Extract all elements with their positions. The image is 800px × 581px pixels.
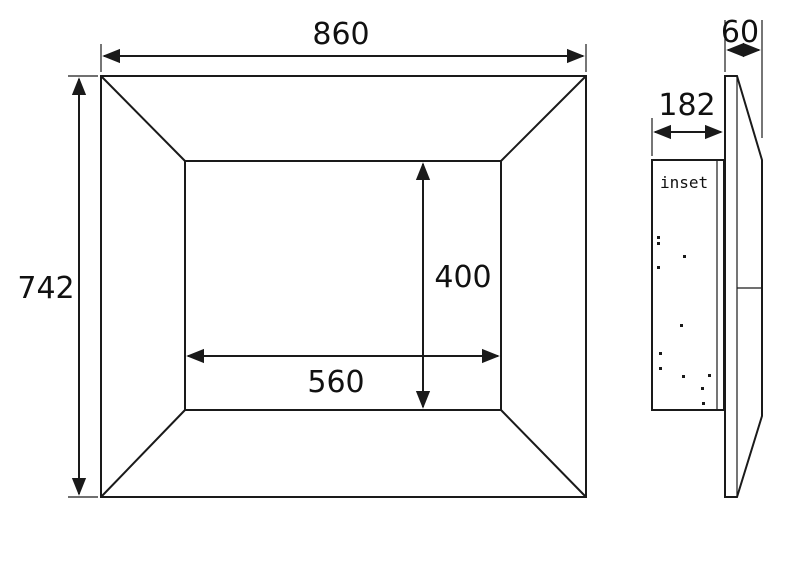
inset-label: inset — [660, 173, 708, 192]
bevel-top-right — [500, 75, 587, 162]
outer-frame — [100, 75, 587, 498]
bevel-top-left — [100, 75, 186, 162]
inset-body — [651, 159, 725, 411]
frame-profile — [724, 75, 763, 498]
outer-height-label: 742 — [17, 271, 74, 306]
dimension-inner-width: 560 — [186, 348, 500, 400]
inset-depth-label: 182 — [658, 88, 715, 123]
dimension-outer-height: 742 — [17, 75, 98, 498]
inner-width-label: 560 — [307, 365, 364, 400]
inner-opening — [184, 160, 502, 411]
depth-label: 60 — [721, 15, 759, 50]
bevel-bottom-right — [500, 409, 587, 498]
inner-height-label: 400 — [434, 260, 491, 295]
dimension-depth: 60 — [721, 15, 763, 138]
bevel-bottom-left — [100, 409, 186, 498]
dimension-inner-height: 400 — [415, 162, 492, 409]
outer-width-label: 860 — [312, 17, 369, 52]
side-view: inset — [651, 75, 763, 498]
texture-dots — [657, 236, 711, 405]
dimension-inset-depth: 182 — [651, 88, 723, 156]
dimension-outer-width: 860 — [100, 17, 587, 72]
front-view — [100, 75, 587, 498]
